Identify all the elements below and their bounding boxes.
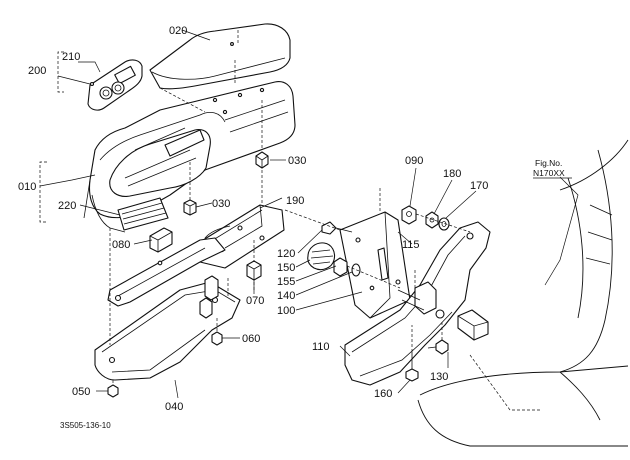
bottom-tray (94, 275, 241, 381)
assembly-lines-left (109, 60, 263, 385)
figure-reference: Fig.No. N170XX (533, 158, 565, 178)
label-100: 100 (277, 305, 295, 317)
label-070: 070 (246, 295, 264, 307)
label-110: 110 (312, 341, 330, 353)
right-hardware (307, 205, 450, 382)
label-060: 060 (242, 333, 260, 345)
label-150: 150 (277, 262, 295, 274)
label-050: 050 (72, 386, 90, 398)
label-210: 210 (62, 51, 80, 63)
label-020: 020 (169, 25, 187, 37)
arm-bracket (344, 221, 491, 386)
armrest-pad (149, 23, 291, 90)
label-190: 190 (286, 195, 304, 207)
leader-lines (39, 29, 579, 399)
part-labels: 020 200 210 030 010 220 030 190 080 070 … (18, 25, 488, 413)
label-080: 080 (112, 239, 130, 251)
label-090: 090 (405, 155, 423, 167)
pivot-plate (339, 211, 411, 319)
switch-plate (87, 59, 143, 111)
cushion-block (149, 227, 173, 253)
label-160: 160 (374, 388, 392, 400)
label-130: 130 (430, 371, 448, 383)
label-220: 220 (58, 200, 76, 212)
label-115: 115 (402, 239, 420, 251)
lower-arm-plate (107, 237, 226, 307)
label-200: 200 (28, 65, 46, 77)
left-hardware (107, 151, 269, 398)
drawing-code: 3S505-136-10 (60, 421, 111, 430)
label-030-lower: 030 (212, 198, 230, 210)
label-155: 155 (277, 276, 295, 288)
label-140: 140 (277, 290, 295, 302)
label-040: 040 (165, 401, 183, 413)
label-030-upper: 030 (288, 155, 306, 167)
label-180: 180 (443, 168, 461, 180)
seat-outline-ghost (417, 139, 629, 447)
support-clip (457, 309, 489, 341)
assembly-lines-right (284, 188, 471, 352)
callout-braces (39, 51, 64, 223)
label-120: 120 (277, 248, 295, 260)
fig-no-label: Fig.No. (535, 158, 562, 168)
console-housing (83, 81, 296, 233)
label-170: 170 (470, 180, 488, 192)
label-010: 010 (18, 181, 36, 193)
fig-no-value: N170XX (533, 168, 565, 178)
